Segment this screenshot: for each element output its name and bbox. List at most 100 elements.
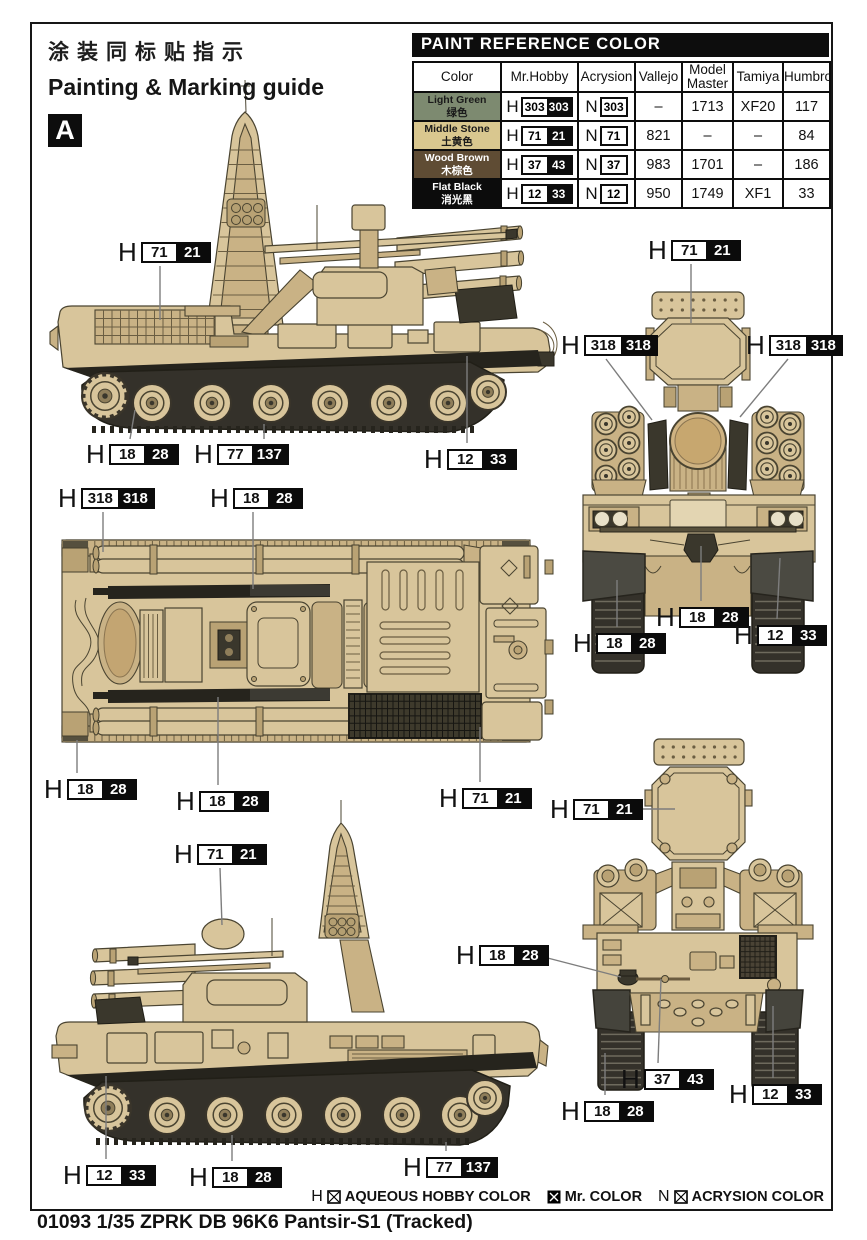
callout-prefix: H xyxy=(189,1162,208,1192)
callout-aqueous-number: 18 xyxy=(593,1102,611,1120)
callout-aqueous-number: 18 xyxy=(221,1168,239,1186)
callout-mr-color-number: 33 xyxy=(120,1166,154,1184)
callout-aqueous-number: 71 xyxy=(206,845,224,863)
checkbox-icon xyxy=(327,1190,341,1204)
callout-prefix: H xyxy=(621,1064,640,1094)
callout-prefix: H xyxy=(176,786,195,816)
callout-mr-color-number: 21 xyxy=(231,845,265,863)
callout-aqueous-number: 18 xyxy=(118,445,136,463)
paint-callout: H 71 21 xyxy=(439,785,532,811)
callout-leader-lines xyxy=(76,264,789,1161)
illustration-side-view-right xyxy=(51,800,549,1146)
callout-aqueous-number: 318 xyxy=(590,336,616,354)
callout-mr-color-number: 318 xyxy=(620,336,656,354)
callout-prefix: H xyxy=(424,444,443,474)
callout-aqueous-number: 77 xyxy=(226,445,244,463)
callout-prefix: H xyxy=(746,330,765,360)
callout-aqueous-number: 71 xyxy=(680,241,698,259)
paint-table-column-header: Humbrol xyxy=(782,60,831,94)
callout-aqueous-number: 12 xyxy=(761,1085,779,1103)
paint-callout: H 12 33 xyxy=(424,446,517,472)
callout-aqueous-number: 318 xyxy=(775,336,801,354)
illustration-front-view xyxy=(582,291,816,674)
legend-item: Mr. COLOR xyxy=(547,1189,642,1205)
callout-prefix: H xyxy=(194,439,213,469)
page-title: Painting & Marking guide xyxy=(48,74,325,100)
callout-prefix: H xyxy=(118,237,137,267)
paint-callout: H 18 28 xyxy=(176,788,269,814)
callout-aqueous-number: 18 xyxy=(688,608,706,626)
paint-callout: H 18 28 xyxy=(656,604,749,630)
callout-prefix: H xyxy=(86,439,105,469)
legend-label: Mr. COLOR xyxy=(564,1189,643,1205)
callout-aqueous-number: 71 xyxy=(150,243,168,261)
callout-aqueous-number: 71 xyxy=(471,789,489,807)
missile-mount xyxy=(454,284,518,324)
running-gear xyxy=(64,350,542,433)
page-title-chinese: 涂装同标贴指示 xyxy=(48,41,251,64)
callout-mr-color-number: 21 xyxy=(496,789,530,807)
callout-prefix: H xyxy=(656,602,675,632)
callout-prefix: H xyxy=(58,483,77,513)
callout-mr-color-number: 28 xyxy=(101,780,135,798)
paint-number-cell: – xyxy=(732,120,784,152)
missile-cluster-rear-right xyxy=(739,858,803,931)
callout-prefix: H xyxy=(439,783,458,813)
illustration-side-view-left xyxy=(49,79,558,433)
callout-prefix: H xyxy=(403,1152,422,1182)
running-gear-2 xyxy=(66,1052,537,1146)
callout-mr-color-number: 28 xyxy=(143,445,177,463)
paint-number-cell: – xyxy=(681,120,734,152)
callout-mr-color-number: 28 xyxy=(630,634,664,652)
callout-prefix: H xyxy=(174,839,193,869)
paint-table-column-header: Color xyxy=(412,60,502,94)
callout-mr-color-number: 28 xyxy=(233,792,267,810)
callout-prefix: H xyxy=(63,1160,82,1190)
paint-table-column-header: Mr.Hobby xyxy=(500,60,579,94)
callout-aqueous-number: 37 xyxy=(653,1070,671,1088)
turret xyxy=(264,204,525,326)
callout-aqueous-number: 18 xyxy=(605,634,623,652)
callout-aqueous-number: 18 xyxy=(208,792,226,810)
turret-2 xyxy=(89,918,308,1025)
paint-table-title: PAINT REFERENCE COLOR xyxy=(412,33,829,57)
paint-number-cell: 983 xyxy=(634,149,683,181)
kit-number-title: 01093 1/35 ZPRK DB 96K6 Pantsir-S1 (Trac… xyxy=(37,1211,473,1233)
radar-mast-folded-2 xyxy=(318,800,385,1013)
paint-table-column-header: Vallejo xyxy=(634,60,683,94)
callout-prefix: H xyxy=(550,794,569,824)
callout-mr-color-number: 33 xyxy=(481,450,515,468)
illustration-top-view xyxy=(61,539,554,743)
callout-aqueous-number: 18 xyxy=(242,489,260,507)
paint-callout: H 18 28 xyxy=(573,630,666,656)
callout-aqueous-number: 77 xyxy=(435,1158,453,1176)
callout-mr-color-number: 28 xyxy=(246,1168,280,1186)
paint-number-cell: – xyxy=(732,149,784,181)
callout-aqueous-number: 12 xyxy=(456,450,474,468)
callout-prefix: H xyxy=(648,235,667,265)
callout-mr-color-number: 28 xyxy=(267,489,301,507)
callout-mr-color-number: 28 xyxy=(713,608,747,626)
callout-prefix: H xyxy=(573,628,592,658)
paint-table-column-header: Tamiya xyxy=(732,60,784,94)
paint-number-cell: 821 xyxy=(634,120,683,152)
